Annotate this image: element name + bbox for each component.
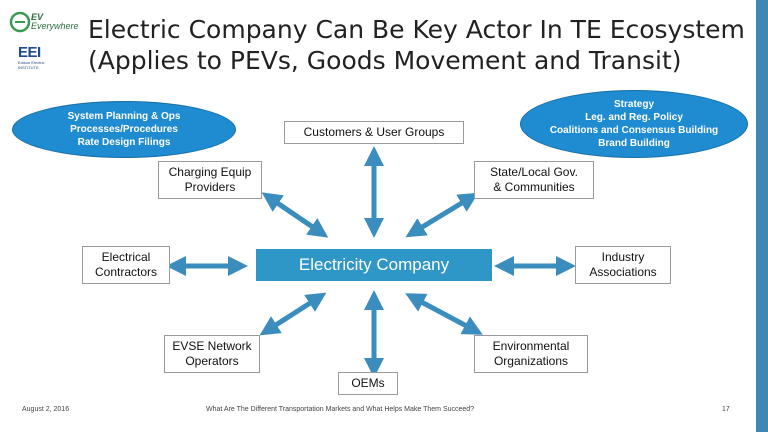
eei-logo: EEI Edison Electric INSTITUTE [18,44,58,74]
node-state-line-1: State/Local Gov. [490,165,578,179]
node-customers: Customers & User Groups [284,121,464,144]
arrow-evse [259,292,327,336]
node-charging-line-2: Providers [184,180,236,194]
center-electricity-company: Electricity Company [256,249,492,281]
node-environmental-organizations: Environmental Organizations [474,335,588,373]
ellipse-strategy-line-1: Strategy [613,99,654,110]
node-evse-line-1: EVSE Network [172,339,252,353]
ellipse-strategy-line-3: Coalitions and Consensus Building [549,125,719,136]
footer-caption: What Are The Different Transportation Ma… [206,406,475,413]
node-electrical-contractors: Electrical Contractors [82,246,170,284]
node-state-line-2: & Communities [493,180,575,194]
ellipse-operations-line-2: Processes/Procedures [70,124,178,135]
ev-plug-icon [9,11,31,33]
ellipse-operations-line-3: Rate Design Filings [77,137,171,148]
node-electrical-line-1: Electrical [101,250,151,264]
node-oems-label: OEMs [351,376,385,390]
node-environmental-line-2: Organizations [493,354,569,368]
node-industry-associations: Industry Associations [575,246,671,284]
node-state-local-gov: State/Local Gov. & Communities [474,161,594,199]
node-environmental-line-1: Environmental [492,339,570,353]
ellipse-strategy: Strategy Leg. and Reg. Policy Coalitions… [520,90,748,158]
ellipse-strategy-line-2: Leg. and Reg. Policy [585,112,683,123]
title-line-2: (Applies to PEVs, Goods Movement and Tra… [88,46,682,75]
eei-logo-subtext: Edison Electric INSTITUTE [18,60,45,70]
node-industry-line-1: Industry [601,250,645,264]
title-line-1: Electric Company Can Be Key Actor In TE … [88,15,745,44]
node-oems: OEMs [338,372,398,395]
arrow-charging [261,192,329,238]
ev-logo-line1: EV [31,12,44,22]
arrow-state [405,192,479,238]
ellipse-strategy-line-4: Brand Building [598,138,670,149]
ellipse-operations-line-1: System Planning & Ops [67,111,181,122]
node-evse-line-2: Operators [185,354,239,368]
slide-title: Electric Company Can Be Key Actor In TE … [88,14,758,76]
footer-date: August 2, 2016 [22,406,70,413]
node-evse-network-operators: EVSE Network Operators [164,335,260,373]
arrow-environmental [405,293,483,335]
ev-everywhere-logo: EV Everywhere [9,10,79,40]
node-charging-line-1: Charging Equip [168,165,252,179]
node-charging-providers: Charging Equip Providers [158,161,262,199]
ev-logo-line2: Everywhere [31,21,79,31]
footer-page-number: 17 [722,406,730,413]
node-customers-label: Customers & User Groups [303,125,445,139]
slide-sidebar-bar [756,0,768,432]
eei-logo-text: EEI [18,44,41,61]
node-electrical-line-2: Contractors [94,265,158,279]
ellipse-operations: System Planning & Ops Processes/Procedur… [12,101,236,158]
node-industry-line-2: Associations [589,265,657,279]
